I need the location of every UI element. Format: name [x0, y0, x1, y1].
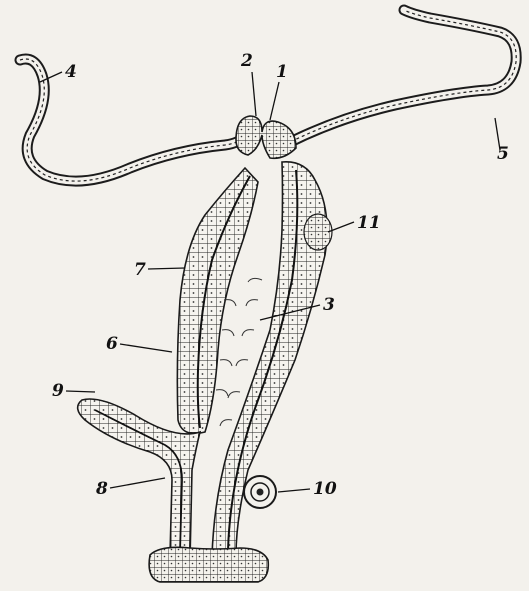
label-5: 5	[497, 146, 509, 163]
label-7: 7	[134, 262, 146, 279]
label-4: 4	[65, 64, 77, 81]
label-3: 3	[323, 297, 335, 314]
left-tube-wall	[177, 168, 258, 434]
label-10: 10	[313, 481, 337, 498]
label-6: 6	[106, 336, 118, 353]
label-1: 1	[276, 64, 288, 81]
tube-base	[149, 547, 268, 582]
label-2: 2	[241, 53, 253, 70]
apex-fork	[236, 116, 296, 158]
label-8: 8	[96, 481, 108, 498]
label-9: 9	[52, 383, 64, 400]
right-branch	[275, 10, 516, 150]
label-11: 11	[357, 215, 381, 232]
left-branch	[20, 59, 246, 181]
